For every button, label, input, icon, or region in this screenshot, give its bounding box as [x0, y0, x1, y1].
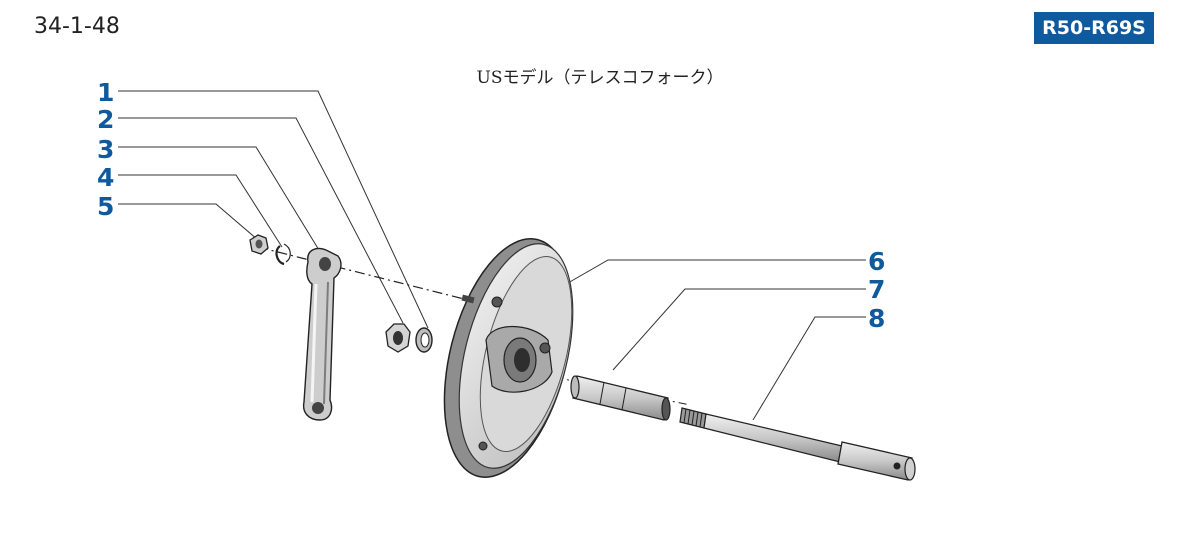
model-range-badge: R50-R69S	[1034, 12, 1154, 44]
callout-6: 6	[868, 247, 885, 276]
callout-1: 1	[97, 78, 114, 107]
part-6-brake-plate	[443, 238, 574, 478]
leader-lines	[118, 90, 866, 421]
assembly-centerline	[257, 246, 469, 301]
leader-line-8	[752, 316, 866, 421]
callout-4: 4	[97, 163, 114, 192]
callout-5: 5	[97, 192, 114, 221]
part-7-spacer-sleeve	[570, 375, 671, 421]
part-3-torque-arm	[302, 247, 342, 421]
callout-3: 3	[97, 135, 114, 164]
callout-2: 2	[97, 105, 114, 134]
part-8-axle	[679, 407, 916, 481]
part-2-nut	[385, 323, 411, 353]
part-4-spring-washer	[275, 243, 291, 266]
leader-line-6	[567, 259, 866, 284]
leader-line-5	[118, 203, 259, 241]
diagram-title: USモデル（テレスコフォーク）	[476, 68, 724, 88]
leader-line-4	[118, 174, 283, 248]
page-code: 34-1-48	[34, 14, 120, 39]
leader-line-2	[118, 117, 404, 324]
callout-8: 8	[868, 304, 885, 333]
leader-line-7	[612, 288, 866, 371]
leader-line-1	[118, 90, 429, 329]
part-5-nut	[249, 234, 269, 255]
part-1-washer	[415, 327, 433, 353]
leader-line-3	[118, 146, 323, 256]
callout-7: 7	[868, 275, 885, 304]
